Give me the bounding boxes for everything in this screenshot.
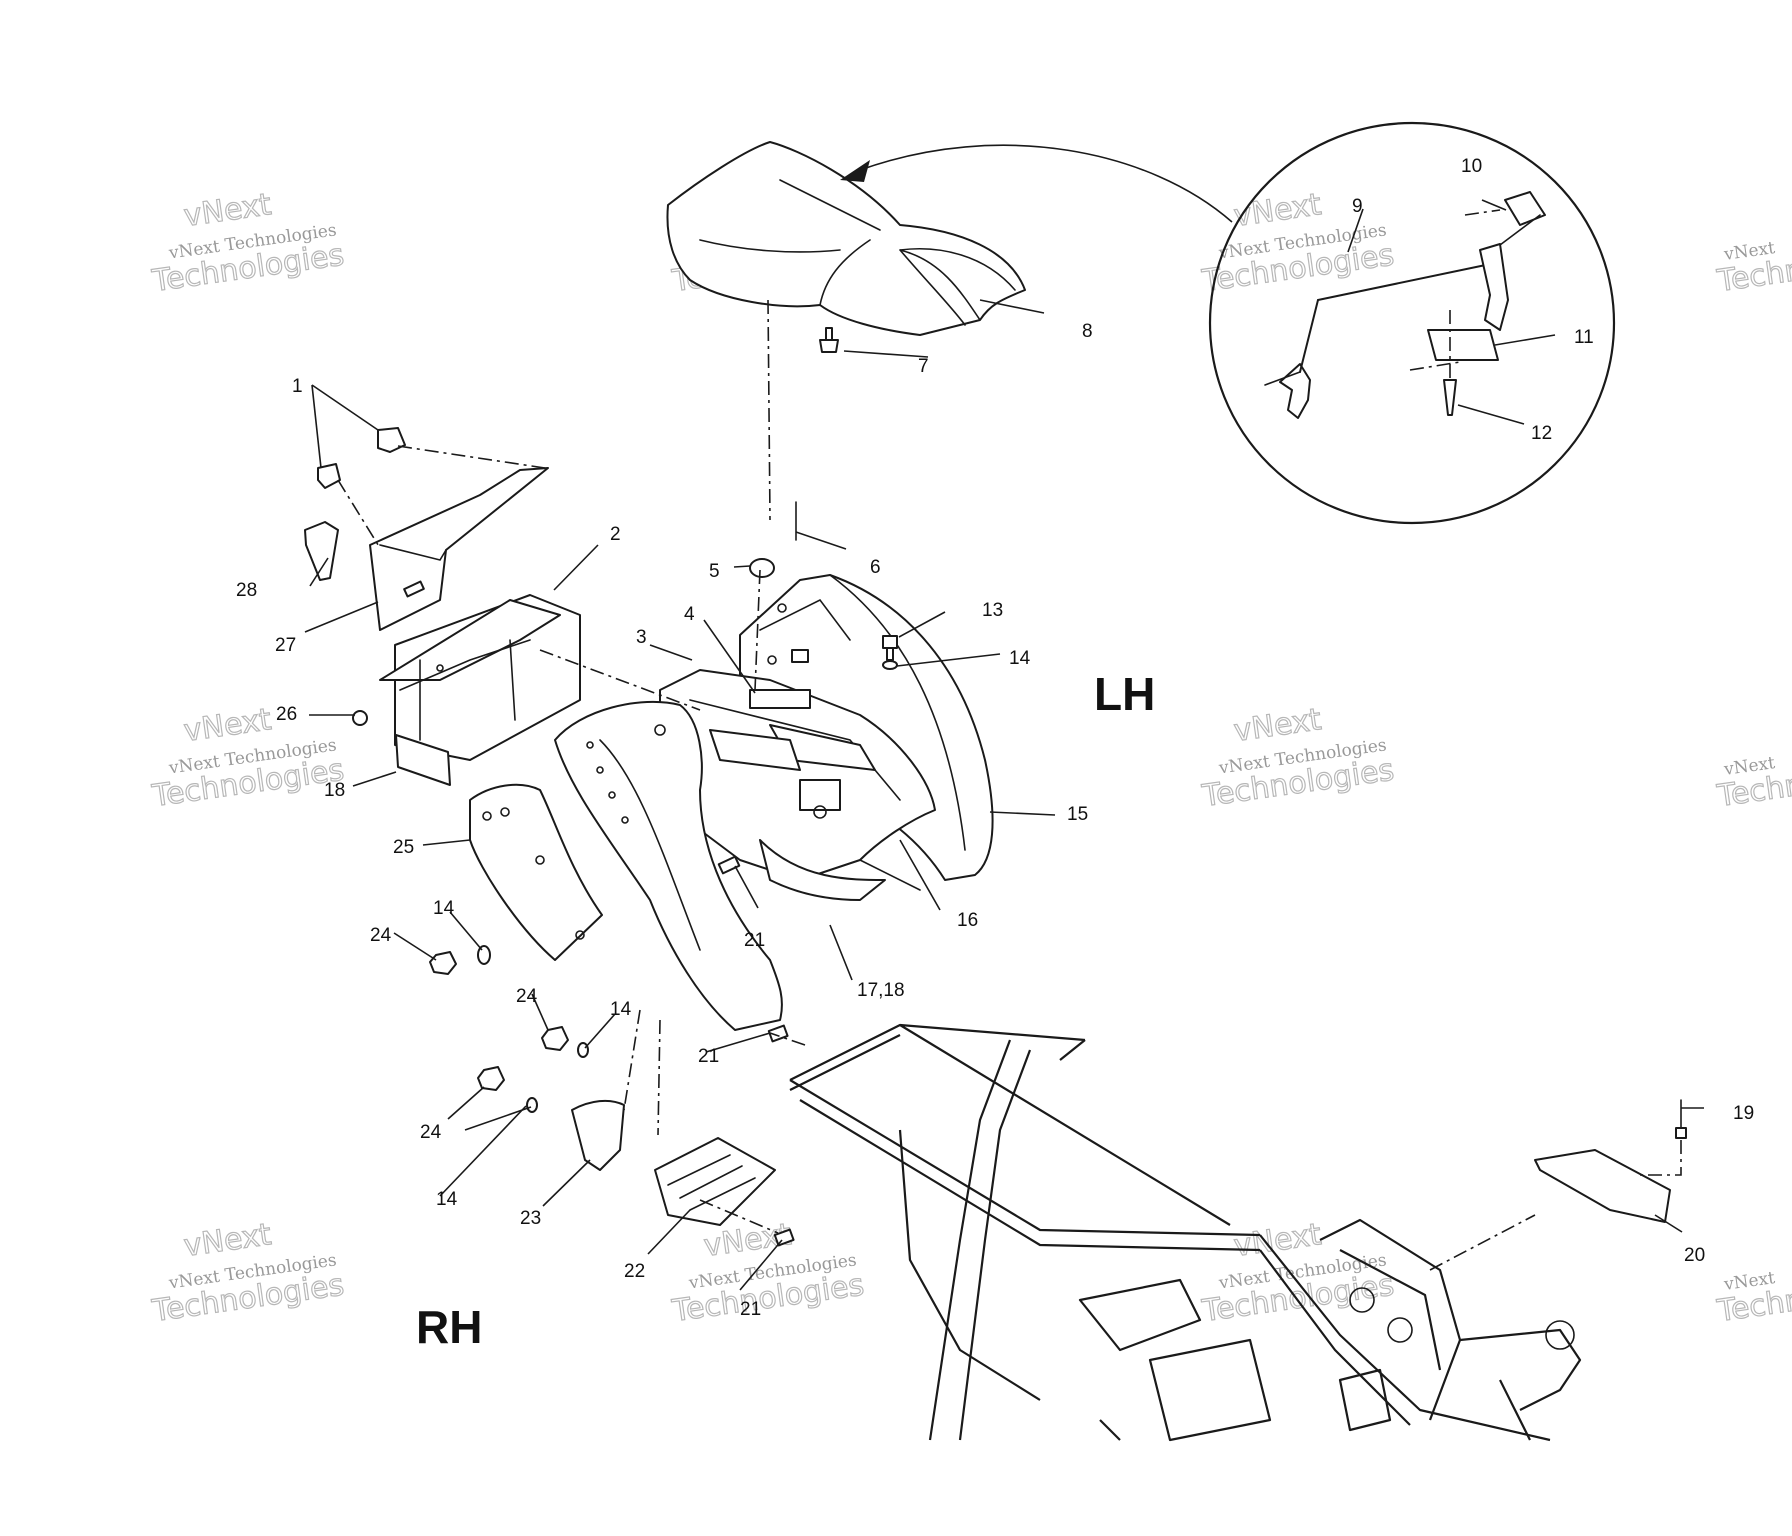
callout-1: 1 (292, 376, 303, 397)
svg-text:18: 18 (324, 780, 345, 801)
watermark: vNext vNext Technologies Technologies (149, 702, 347, 815)
mud-flap (469, 783, 603, 961)
callout-24: 24 (370, 925, 392, 946)
callout-21: 21 (740, 1299, 761, 1320)
callouts: 1 2 3 4 5 6 7 8 9 10 11 12 13 14 15 16 1… (236, 156, 1754, 1320)
callout-20: 20 (1684, 1245, 1705, 1266)
leader-lines (304, 199, 1704, 1291)
watermark: vNext vNext Technologies Technologies (149, 187, 347, 300)
callout-14: 14 (1009, 648, 1031, 669)
detail-arrow (859, 144, 1233, 223)
callout-19: 19 (1733, 1103, 1754, 1124)
callout-8: 8 (1082, 321, 1093, 342)
svg-text:vNext: vNext (182, 1217, 274, 1264)
decal (395, 734, 451, 786)
skid-plate (1534, 1149, 1671, 1223)
watermark: vNext Technologies (1714, 752, 1792, 815)
callout-9: 9 (1352, 196, 1363, 217)
callout-17-18: 17,18 (857, 980, 905, 1001)
callout-14: 14 (436, 1189, 458, 1210)
callout-11: 11 (1574, 327, 1594, 348)
left-fender (554, 701, 783, 1031)
callout-5: 5 (709, 561, 720, 582)
callout-22: 22 (624, 1261, 645, 1282)
detail-arrow-head (840, 160, 870, 182)
storage-box (379, 594, 581, 761)
latch (304, 521, 339, 581)
side-label-rh: RH (416, 1301, 482, 1353)
svg-text:vNext: vNext (182, 187, 274, 234)
callout-25: 25 (393, 837, 414, 858)
callout-3: 3 (636, 627, 647, 648)
callout-27: 27 (275, 635, 296, 656)
watermark: vNext vNext Technologies Technologies (149, 1217, 347, 1330)
callout-15: 15 (1067, 804, 1088, 825)
callout-13: 13 (982, 600, 1003, 621)
callout-6: 6 (870, 557, 881, 578)
callout-16: 16 (957, 910, 978, 931)
watermark: vNext Technologies (1714, 1267, 1792, 1330)
watermark: vNext vNext Technologies Technologies (1199, 702, 1397, 815)
watermark: vNext vNext Technologies Technologies (1199, 187, 1397, 300)
side-label-lh: LH (1094, 668, 1155, 720)
footrest (654, 1137, 776, 1226)
bracket (571, 1099, 625, 1171)
bolt-21-b (767, 1024, 789, 1043)
watermark: vNext vNext Technologies Technologies (669, 1217, 867, 1330)
callout-4: 4 (684, 604, 695, 625)
callout-24: 24 (420, 1122, 442, 1143)
watermark: vNext Technologies (1714, 237, 1792, 300)
callout-23: 23 (520, 1208, 541, 1229)
callout-28: 28 (236, 580, 257, 601)
nuts-washers (352, 710, 589, 1113)
callout-26: 26 (276, 704, 297, 725)
vehicle-frame (789, 1023, 1582, 1442)
svg-text:vNext: vNext (182, 702, 274, 749)
seat-pin (819, 327, 839, 353)
fender-tub (659, 669, 936, 901)
box-cover (369, 467, 549, 631)
callout-14: 14 (433, 898, 455, 919)
svg-text:vNext: vNext (1232, 702, 1324, 749)
callout-21: 21 (744, 930, 765, 951)
fastener-13 (882, 635, 898, 670)
seat (666, 141, 1026, 336)
callout-14: 14 (610, 999, 632, 1020)
callout-12: 12 (1531, 423, 1552, 444)
bushing (749, 558, 775, 578)
bolt-21-a (717, 855, 741, 875)
bolt-21-c (773, 1228, 795, 1247)
screw-19 (1675, 1099, 1687, 1139)
callout-10: 10 (1461, 156, 1482, 177)
callout-21: 21 (698, 1046, 719, 1067)
callout-2: 2 (610, 524, 621, 545)
clips (317, 427, 406, 489)
detail-view (1208, 121, 1616, 525)
callout-7: 7 (918, 356, 929, 377)
callout-24: 24 (516, 986, 538, 1007)
